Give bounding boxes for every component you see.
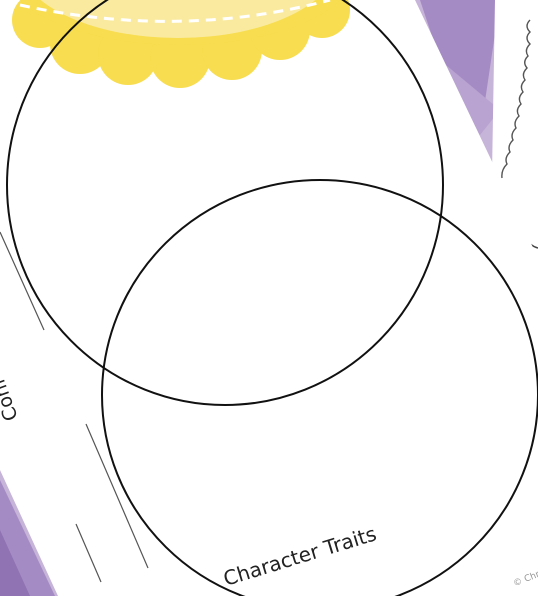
- worksheet-scene: Character Traits Conf: [0, 0, 538, 596]
- worksheet-paper: [0, 0, 538, 596]
